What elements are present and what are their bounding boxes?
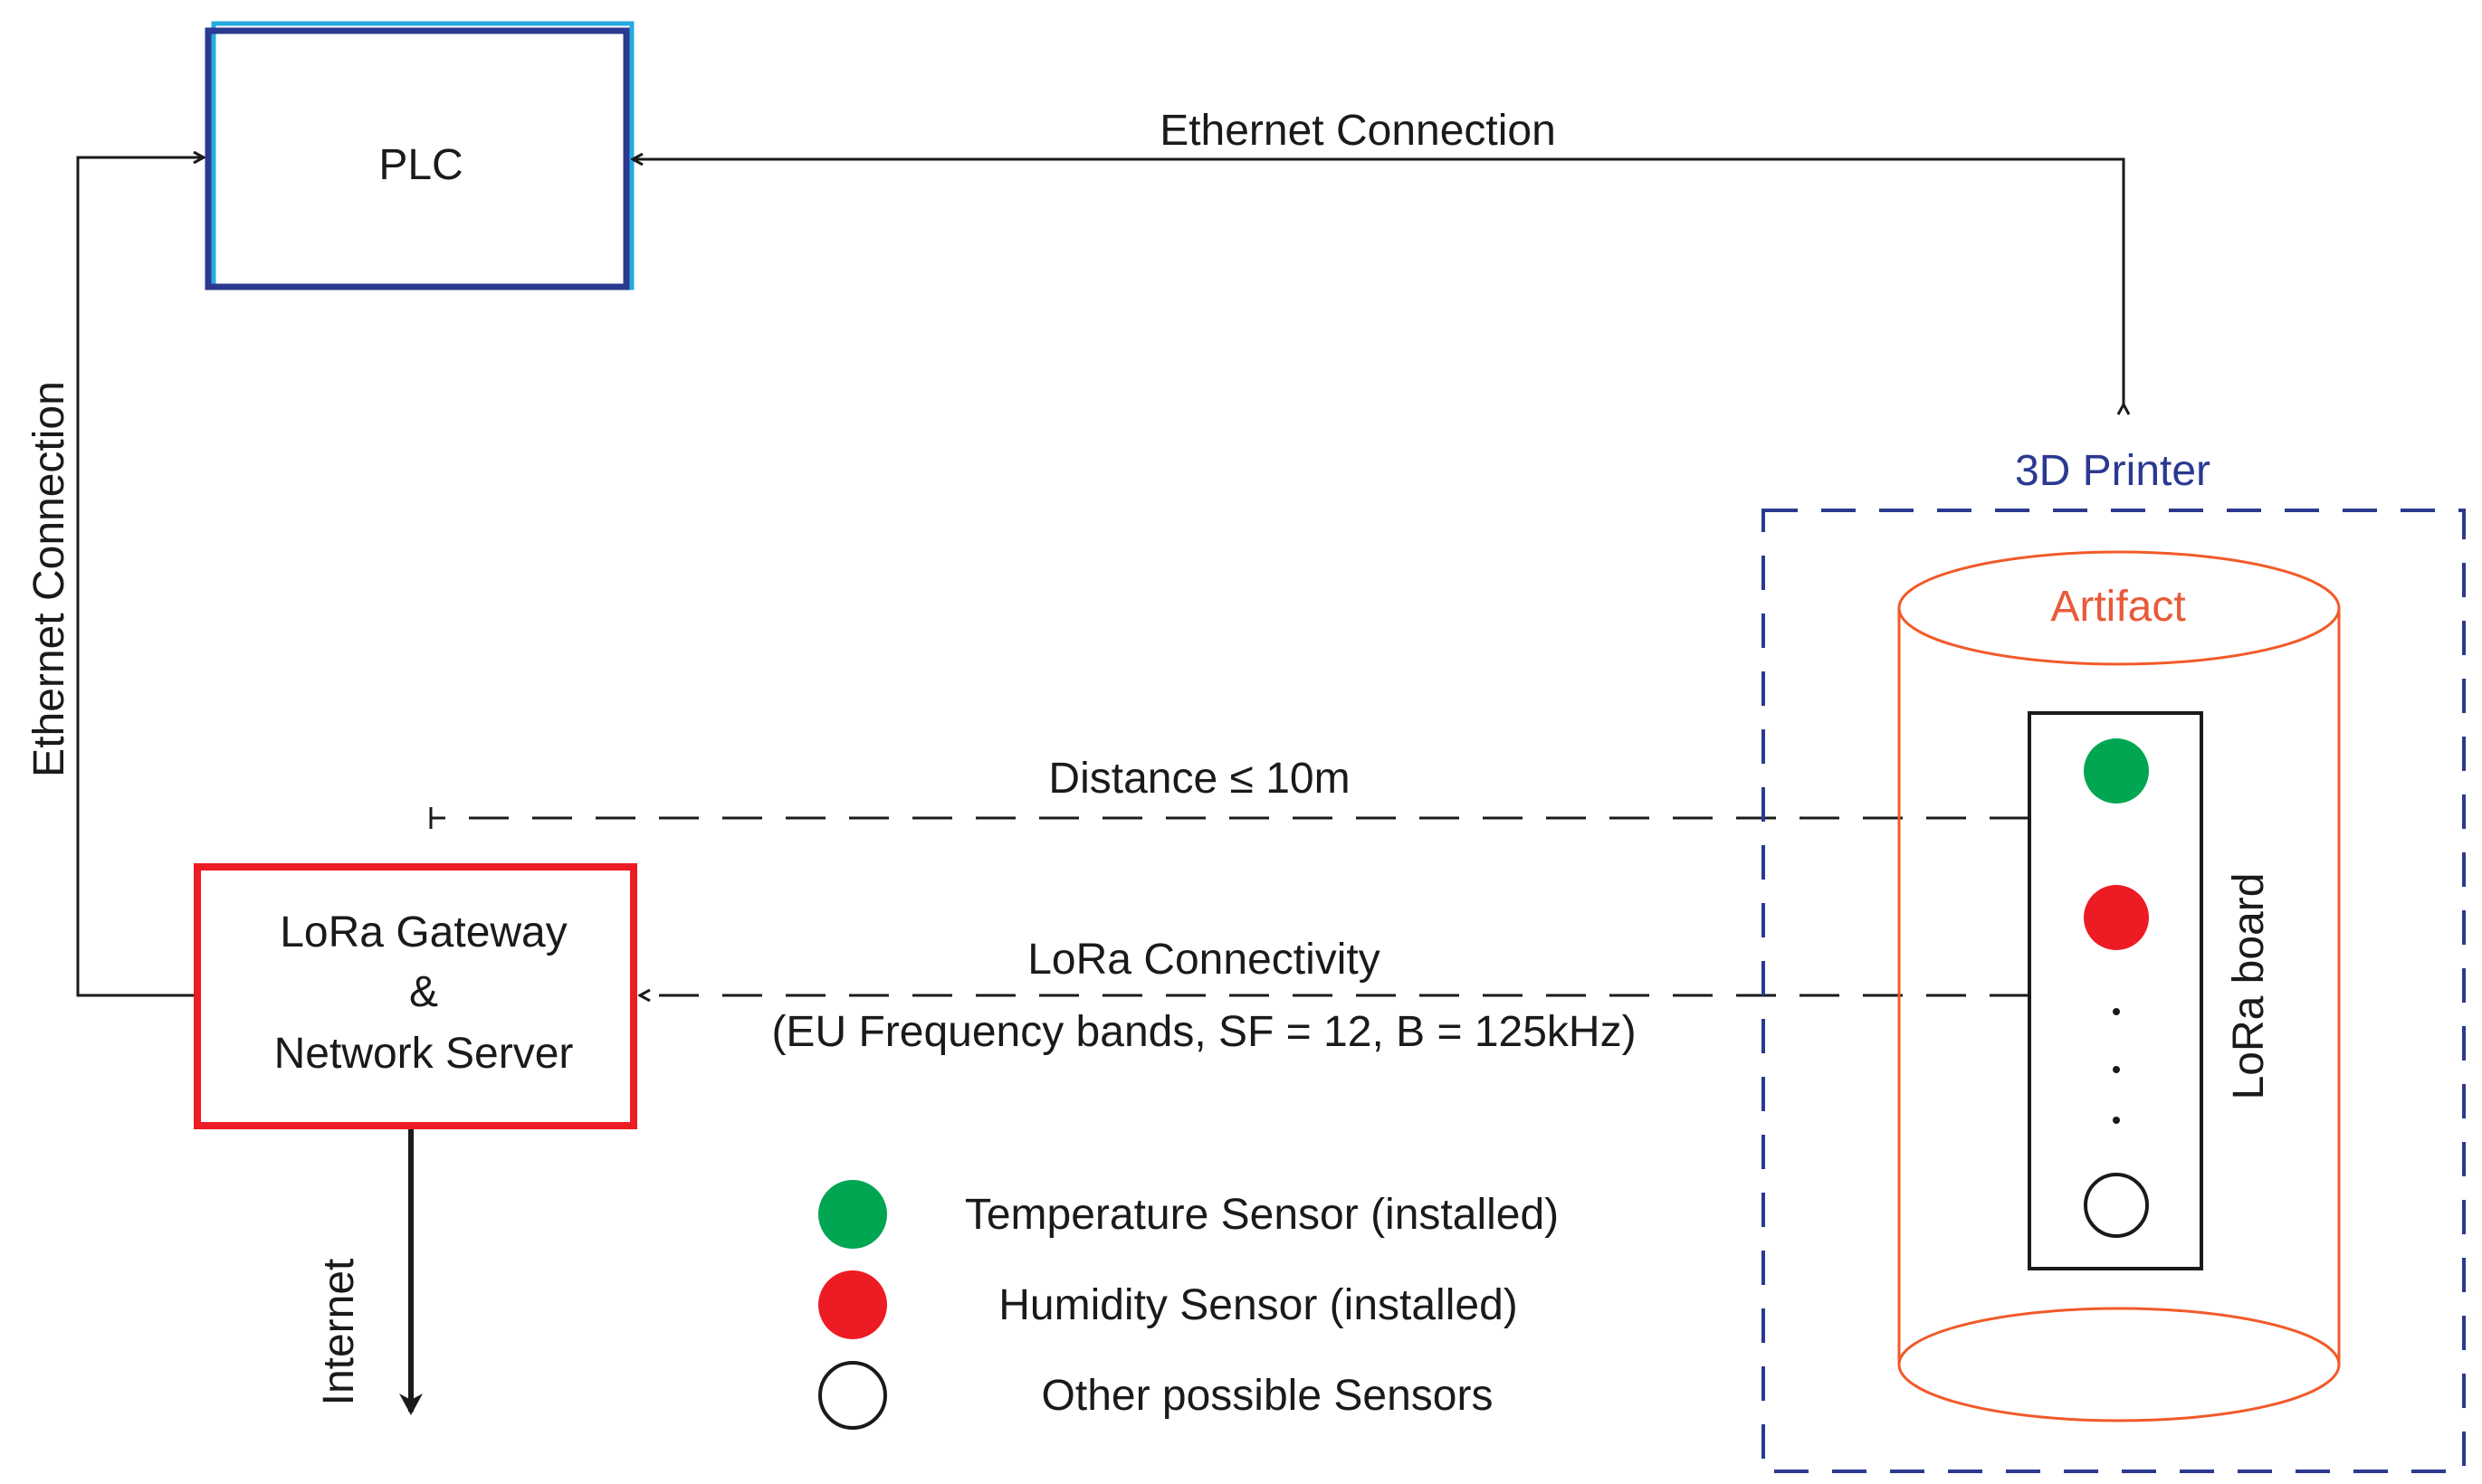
legend-other-label: Other possible Sensors — [1042, 1372, 1494, 1420]
distance-indicator: Distance ≤ 10m — [429, 755, 2029, 829]
green-filled-circle-icon — [818, 1180, 887, 1249]
plc-box-border — [205, 27, 630, 290]
gateway-box: LoRa Gateway & Network Server — [194, 863, 637, 1129]
lora-connectivity-params: (EU Frequency bands, SF = 12, B = 125kHz… — [771, 1008, 1636, 1056]
gateway-label-line1: LoRa Gateway — [280, 908, 568, 956]
printer-enclosure: 3D Printer — [1761, 447, 2466, 1473]
lora-connectivity-label: LoRa Connectivity — [1027, 936, 1380, 984]
legend-item-temperature: Temperature Sensor (installed) — [818, 1180, 1559, 1249]
empty-circle-icon — [818, 1361, 887, 1430]
legend: Temperature Sensor (installed) Humidity … — [818, 1180, 1559, 1430]
distance-label: Distance ≤ 10m — [1048, 755, 1350, 803]
ethernet-left-label: Ethernet Connection — [25, 381, 73, 777]
ethernet-top-label: Ethernet Connection — [1160, 107, 1556, 155]
red-filled-circle-icon — [818, 1270, 887, 1339]
gateway-box-border — [194, 863, 637, 1129]
legend-item-other: Other possible Sensors — [818, 1361, 1494, 1430]
plc-box: PLC — [205, 21, 635, 290]
printer-label: 3D Printer — [2015, 447, 2210, 495]
board-ellipsis-dot-1 — [2113, 1008, 2120, 1015]
printer-dashed-border — [1761, 509, 2466, 1473]
gateway-label-line3: Network Server — [274, 1030, 574, 1078]
artifact-bottom-ellipse — [1897, 1307, 2341, 1422]
internet-link: Internet — [315, 1129, 423, 1415]
gateway-label-line2: & — [409, 968, 438, 1016]
legend-temperature-label: Temperature Sensor (installed) — [965, 1191, 1559, 1239]
ethernet-line-top — [634, 159, 2124, 405]
lora-board: LoRa board — [2028, 711, 2273, 1270]
lora-board-label: LoRa board — [2225, 873, 2273, 1100]
board-ellipsis-dot-3 — [2113, 1117, 2120, 1124]
artifact-label: Artifact — [2050, 583, 2185, 631]
board-other-sensor — [2084, 1173, 2149, 1238]
ethernet-link-plc-printer: Ethernet Connection — [634, 107, 2124, 405]
board-ellipsis-dot-2 — [2113, 1066, 2120, 1073]
artifact-top-ellipse — [1897, 550, 2341, 666]
legend-humidity-label: Humidity Sensor (installed) — [998, 1281, 1518, 1329]
ethernet-link-gateway-plc: Ethernet Connection — [25, 157, 203, 997]
internet-label: Internet — [315, 1259, 363, 1406]
lora-connectivity-link: LoRa Connectivity (EU Frequency bands, S… — [641, 936, 2029, 1056]
board-temperature-sensor — [2084, 738, 2149, 804]
artifact-cylinder: Artifact — [1897, 550, 2341, 1422]
ethernet-line-left — [76, 157, 203, 997]
legend-item-humidity: Humidity Sensor (installed) — [818, 1270, 1518, 1339]
board-humidity-sensor — [2084, 885, 2149, 950]
plc-label: PLC — [378, 141, 463, 189]
